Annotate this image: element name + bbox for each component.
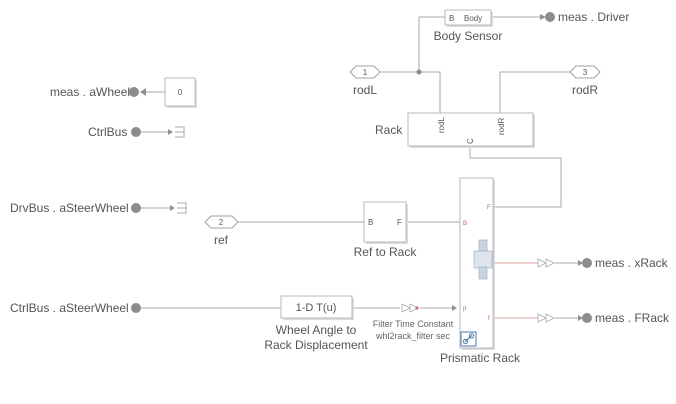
rack-name: Rack — [375, 123, 403, 137]
link-icon[interactable] — [460, 331, 477, 347]
rack-block[interactable]: rodL rodR C — [407, 112, 535, 148]
meas-frack-goto[interactable] — [582, 313, 592, 323]
drvbus-from[interactable] — [131, 203, 141, 213]
ps-converter-frack[interactable] — [537, 313, 555, 323]
body-sensor-name: Body Sensor — [434, 29, 503, 43]
ctrlbus-terminator[interactable] — [175, 126, 185, 138]
ctrlbus-steer-label: CtrlBus . aSteerWheel — [10, 301, 129, 315]
wire-rodr[interactable] — [499, 71, 570, 113]
rack-port-c: C — [466, 138, 475, 144]
arrow-ctrlbus — [168, 129, 173, 135]
lookup-name-line2: Rack Displacement — [264, 338, 368, 352]
meas-xrack-label: meas . xRack — [595, 256, 669, 270]
prismatic-port-f-top: F — [487, 205, 491, 211]
ref-to-rack-port-f: F — [397, 218, 402, 227]
arrow-awheel — [140, 88, 146, 96]
meas-awheel-label: meas . aWheel — [50, 85, 130, 99]
ref-port-number: 2 — [219, 218, 224, 227]
meas-driver-goto[interactable] — [545, 12, 555, 22]
drvbus-label: DrvBus . aSteerWheel — [10, 201, 129, 215]
branch-point — [416, 69, 422, 75]
rack-port-rodr: rodR — [497, 117, 506, 135]
constant-zero-value: 0 — [178, 88, 183, 97]
rodr-port[interactable]: 3 — [569, 65, 601, 79]
meas-frack-label: meas . FRack — [595, 311, 670, 325]
ref-port[interactable]: 2 — [204, 215, 239, 229]
rodr-port-label: rodR — [572, 83, 598, 97]
drvbus-terminator[interactable] — [177, 202, 187, 214]
prismatic-rack-block[interactable]: F B p p f — [459, 177, 495, 350]
prismatic-port-b: B — [463, 221, 467, 227]
lookup-table-block[interactable]: 1-D T(u) — [280, 295, 354, 320]
body-sensor-port-b: B — [449, 14, 454, 23]
meas-driver-label: meas . Driver — [558, 10, 629, 24]
filter-name-line1: Filter Time Constant — [373, 319, 454, 329]
arrow-drvbus — [170, 205, 175, 211]
arrow-frack — [578, 315, 583, 321]
prismatic-joint-icon — [473, 239, 493, 280]
filter-name-line2: whl2rack_filter sec — [375, 331, 451, 341]
rodr-port-number: 3 — [583, 68, 588, 77]
prismatic-rack-name: Prismatic Rack — [440, 351, 521, 365]
ctrlbus-label: CtrlBus — [88, 125, 127, 139]
ps-converter-xrack[interactable] — [537, 258, 555, 268]
rodl-port-number: 1 — [363, 68, 368, 77]
body-sensor-block[interactable]: B Body — [444, 9, 493, 27]
arrow-xrack — [578, 260, 583, 266]
constant-zero-block[interactable]: 0 — [164, 77, 197, 108]
ref-port-label: ref — [214, 233, 229, 247]
arrow-filter-out — [452, 305, 457, 311]
arrow-meas-driver — [540, 14, 546, 20]
rack-port-rodl: rodL — [437, 116, 446, 133]
prismatic-port-f-right: f — [488, 316, 490, 322]
ctrlbus-from[interactable] — [131, 127, 141, 137]
ref-to-rack-port-b: B — [368, 218, 373, 227]
wire-rack-c-to-prismatic[interactable] — [469, 146, 562, 208]
ctrlbus-steer-from[interactable] — [131, 303, 141, 313]
lookup-name-line1: Wheel Angle to — [276, 323, 357, 337]
rodl-port[interactable]: 1 — [349, 65, 381, 79]
filter-block[interactable] — [401, 303, 419, 313]
meas-awheel-goto[interactable] — [129, 87, 139, 97]
body-sensor-port-body: Body — [464, 14, 482, 23]
wire-rodl-body-branch[interactable] — [418, 17, 441, 113]
lookup-table-text: 1-D T(u) — [296, 302, 337, 314]
rodl-port-label: rodL — [353, 83, 377, 97]
ref-to-rack-name: Ref to Rack — [354, 245, 418, 259]
ref-to-rack-block[interactable]: B F — [363, 201, 408, 244]
meas-xrack-goto[interactable] — [582, 258, 592, 268]
wires — [136, 16, 578, 319]
prismatic-port-p-left: p — [463, 306, 467, 312]
